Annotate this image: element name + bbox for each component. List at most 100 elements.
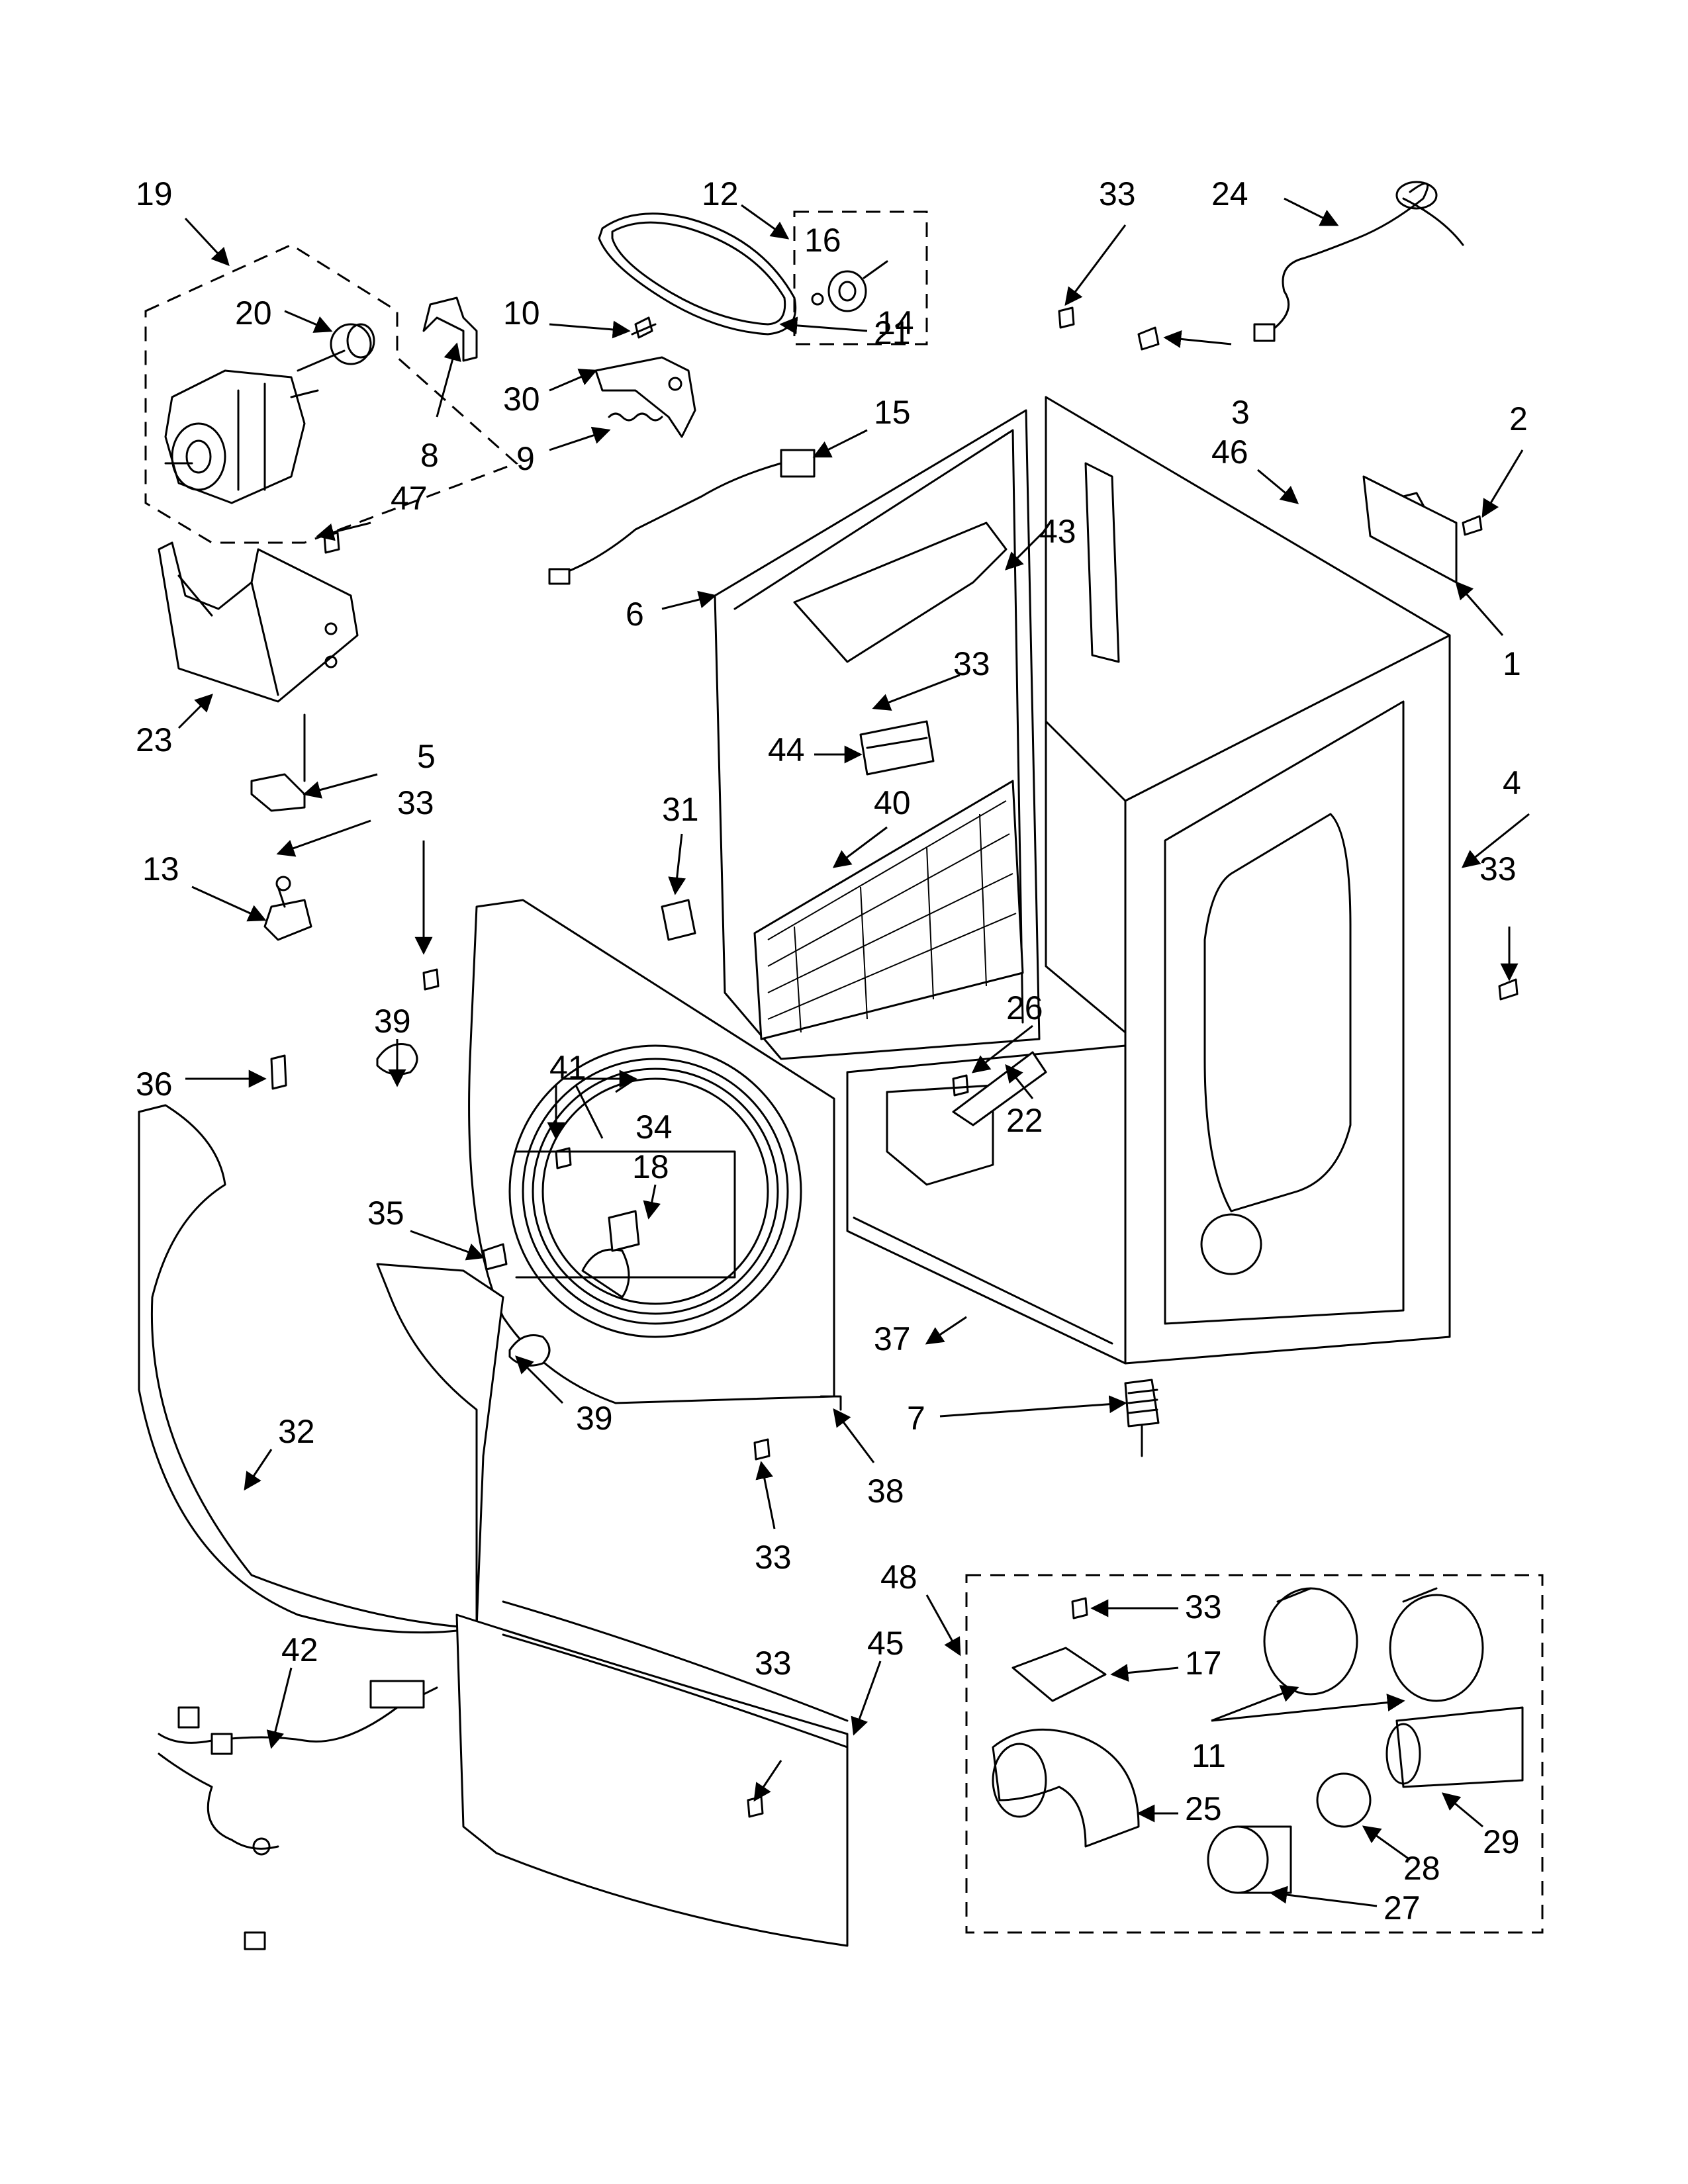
callout-47: 47 <box>391 480 428 517</box>
screw-33-front <box>422 968 440 991</box>
callout-1: 1 <box>1503 645 1521 682</box>
callout-25: 25 <box>1185 1790 1222 1827</box>
callout-18: 18 <box>632 1148 669 1185</box>
callout-labels: 19 20 8 47 23 5 33 13 39 36 10 30 9 12 1… <box>136 175 1528 1927</box>
clamp-plate-17 <box>1011 1647 1107 1702</box>
screw-47 <box>323 531 340 554</box>
motor-assembly-group <box>144 244 518 544</box>
callout-8: 8 <box>420 437 439 474</box>
callout-13: 13 <box>142 850 179 887</box>
drive-motor <box>164 369 319 504</box>
door-switch <box>608 1210 640 1252</box>
callout-9: 9 <box>516 440 535 477</box>
callout-39-b: 39 <box>576 1400 613 1437</box>
callout-26: 26 <box>1006 989 1043 1026</box>
callout-33-g: 33 <box>1185 1588 1222 1625</box>
callout-39-a: 39 <box>374 1003 411 1040</box>
screw-33-lower <box>753 1438 771 1461</box>
idler-pulley-group <box>793 210 928 345</box>
exhaust-kit-group <box>965 1574 1544 1934</box>
front-lower-panel <box>455 1600 849 1947</box>
leader-lines <box>177 197 1530 1907</box>
foot <box>1124 1379 1160 1457</box>
callout-4: 4 <box>1503 764 1521 801</box>
callout-48: 48 <box>880 1559 917 1596</box>
top-bracket <box>793 522 1008 663</box>
clip-35 <box>482 1243 508 1271</box>
callout-43: 43 <box>1039 513 1076 550</box>
door-seal <box>532 1068 779 1315</box>
elbow-25 <box>992 1728 1140 1848</box>
callout-33-f: 33 <box>755 1645 792 1682</box>
callout-5: 5 <box>417 738 436 775</box>
callout-2: 2 <box>1509 400 1528 437</box>
ground-clip <box>263 876 312 941</box>
callout-7: 7 <box>907 1400 925 1437</box>
cover-plate-1 <box>1362 475 1458 584</box>
callout-28: 28 <box>1403 1850 1440 1887</box>
callout-20: 20 <box>235 295 272 332</box>
electronic-control <box>859 720 935 776</box>
callout-33-d: 33 <box>1479 850 1517 887</box>
rear-wire-harness <box>548 449 816 585</box>
callout-30: 30 <box>503 381 540 418</box>
callout-23: 23 <box>136 721 173 758</box>
idler-screw <box>631 316 657 339</box>
screw-3 <box>1137 326 1160 351</box>
front-upper-panel <box>138 1104 504 1634</box>
motor-pulley <box>297 323 375 372</box>
motor-mount-bracket <box>158 541 359 703</box>
cabinet-left-inner-side <box>1045 396 1127 1034</box>
exhaust-hood-left <box>1263 1587 1358 1696</box>
callout-14: 14 <box>877 304 914 341</box>
callout-33-a: 33 <box>397 784 434 821</box>
callout-10: 10 <box>503 295 540 332</box>
screw-33-top-cabinet <box>1058 306 1075 329</box>
callout-19: 19 <box>136 175 173 212</box>
callout-33-b: 33 <box>1099 175 1136 212</box>
callout-35: 35 <box>367 1195 404 1232</box>
screw-2 <box>1462 515 1483 536</box>
exhaust-hood-right <box>1389 1587 1484 1702</box>
callout-15: 15 <box>874 394 911 431</box>
callout-22: 22 <box>1006 1102 1043 1139</box>
callout-33-e: 33 <box>755 1539 792 1576</box>
callout-3: 3 <box>1231 394 1250 431</box>
drive-belt <box>598 212 797 336</box>
rear-heat-shield <box>753 780 1024 1040</box>
main-wire-harness <box>158 1680 438 1950</box>
callout-37: 37 <box>874 1320 911 1357</box>
screw-41 <box>555 1147 572 1169</box>
screw-33-side <box>1498 978 1519 1001</box>
callout-16: 16 <box>804 222 841 259</box>
connector-28 <box>1316 1772 1372 1828</box>
callout-36: 36 <box>136 1066 173 1103</box>
callout-11: 11 <box>1192 1737 1226 1774</box>
pipe-29 <box>1385 1706 1524 1788</box>
callout-6: 6 <box>626 596 644 633</box>
callout-31: 31 <box>662 791 699 828</box>
clip-36 <box>270 1054 287 1090</box>
callout-42: 42 <box>281 1631 318 1668</box>
clip-39-lower <box>508 1334 551 1367</box>
callout-27: 27 <box>1383 1889 1421 1927</box>
idler-pulley <box>811 260 888 312</box>
callout-41: 41 <box>549 1049 586 1086</box>
idler-bracket <box>594 356 696 438</box>
screw-33-kit <box>1071 1597 1088 1619</box>
bracket-38 <box>820 1395 842 1411</box>
callout-33-c: 33 <box>953 645 990 682</box>
callout-29: 29 <box>1483 1823 1520 1860</box>
callout-32: 32 <box>278 1413 315 1450</box>
callout-40: 40 <box>874 784 911 821</box>
power-cord <box>1253 181 1464 342</box>
callout-38: 38 <box>867 1473 904 1510</box>
callout-17: 17 <box>1185 1645 1222 1682</box>
vent-clamp-27 <box>1207 1825 1292 1894</box>
callout-24: 24 <box>1211 175 1248 212</box>
clip-31 <box>661 899 696 941</box>
screw-26 <box>952 1074 969 1097</box>
callout-44: 44 <box>768 731 805 768</box>
lint-duct <box>581 1248 630 1298</box>
